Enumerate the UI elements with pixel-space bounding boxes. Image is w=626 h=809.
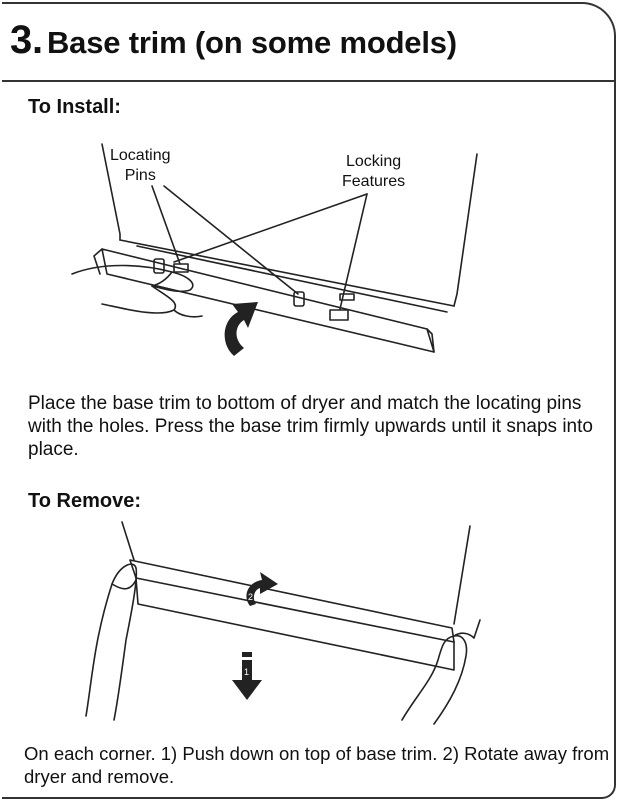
- dryer-right-edge: [453, 153, 478, 307]
- dryer-bottom-edge: [119, 239, 455, 307]
- step-label-push: 1: [244, 667, 249, 677]
- install-instructions: Place the base trim to bottom of dryer a…: [28, 393, 593, 460]
- callout-locating-pins: Locating Pins: [110, 146, 171, 186]
- section-number: 3.: [10, 18, 43, 62]
- push-down-arrow-icon: [232, 652, 262, 700]
- locating-pin-1: [153, 258, 165, 274]
- remove-illustration: 2 1: [85, 521, 481, 725]
- remove-instructions: On each corner. 1) Push down on top of b…: [24, 743, 610, 787]
- base-trim-front: [135, 577, 455, 671]
- hand-outline: [71, 264, 194, 314]
- dryer-left-edge: [121, 521, 135, 561]
- callout-locking-features-text: Locking Features: [342, 153, 406, 190]
- remove-heading: To Remove:: [28, 490, 141, 512]
- locking-feature-2: [329, 309, 349, 321]
- dryer-right-edge: [453, 525, 471, 625]
- instruction-card: 3.Base trim (on some models) To Install:: [2, 2, 616, 799]
- callout-locating-pins-text: Locating Pins: [110, 147, 171, 184]
- title-divider: [2, 80, 616, 82]
- install-illustration: [71, 143, 478, 356]
- right-hand: [401, 634, 468, 725]
- install-heading: To Install:: [28, 96, 121, 118]
- rotate-up-arrow-icon: [224, 302, 258, 356]
- base-trim-panel: [101, 248, 435, 353]
- section-title-text: Base trim (on some models): [46, 25, 457, 60]
- section-title: 3.Base trim (on some models): [10, 18, 457, 63]
- rotate-away-arrow-icon: [246, 572, 278, 606]
- dryer-left-edge: [101, 143, 121, 241]
- locking-feature-1: [173, 263, 189, 273]
- base-trim-top: [129, 559, 455, 643]
- step-label-rotate: 2: [248, 592, 253, 602]
- locating-pin-2: [293, 291, 305, 307]
- callout-locking-features: Locking Features: [342, 152, 405, 192]
- left-hand: [85, 563, 138, 721]
